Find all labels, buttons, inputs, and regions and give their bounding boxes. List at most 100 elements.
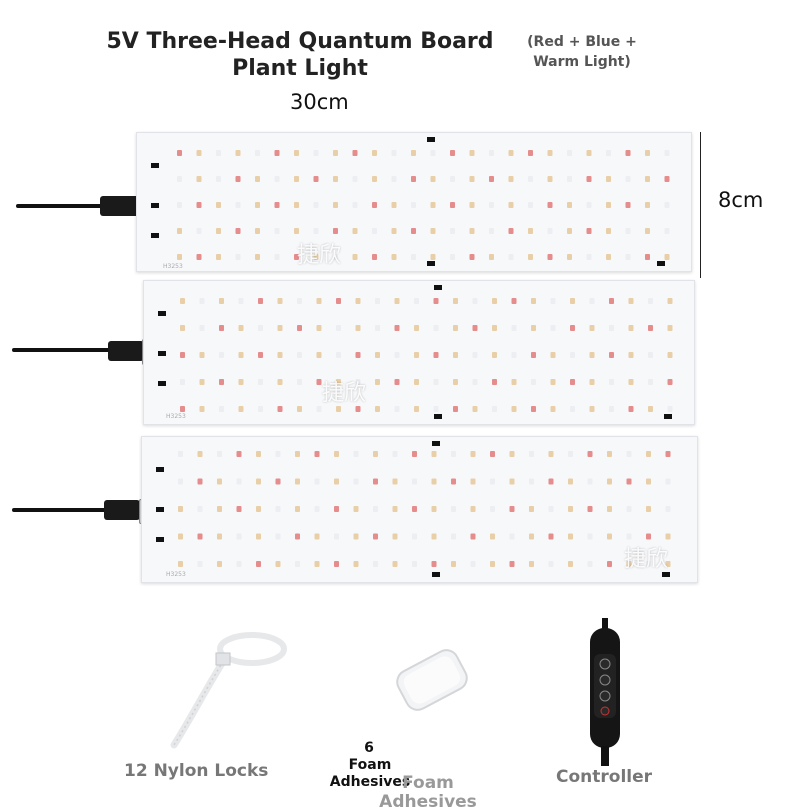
- led-chip: [216, 254, 221, 260]
- led-chip: [336, 406, 341, 412]
- led-chip: [333, 150, 338, 156]
- led-chip: [352, 202, 358, 208]
- led-chip: [238, 298, 244, 304]
- led-chip: [589, 379, 595, 385]
- board-component: [158, 351, 166, 356]
- led-chip: [316, 298, 322, 304]
- led-chip: [334, 533, 339, 540]
- led-chip: [628, 406, 634, 412]
- led-chip: [219, 298, 224, 304]
- led-chip: [316, 406, 322, 412]
- board-component: [158, 311, 166, 316]
- power-cable: [12, 348, 118, 352]
- led-chip: [391, 176, 397, 182]
- led-chip: [238, 379, 244, 385]
- led-chip: [607, 561, 612, 567]
- power-cable: [16, 204, 112, 208]
- led-chip: [199, 325, 205, 331]
- led-chip: [373, 561, 378, 567]
- led-chip: [433, 379, 439, 385]
- led-chip: [607, 478, 612, 485]
- led-chip: [258, 325, 263, 331]
- led-chip: [667, 379, 673, 385]
- led-chip: [528, 202, 533, 208]
- board-component: [434, 414, 442, 419]
- led-chip: [453, 298, 458, 304]
- led-chip: [550, 406, 556, 412]
- led-chip: [469, 228, 475, 234]
- led-chip: [314, 478, 320, 485]
- led-chip: [472, 406, 478, 412]
- led-chip: [216, 202, 221, 208]
- led-chip: [178, 533, 183, 540]
- led-chip: [333, 228, 338, 234]
- led-chip: [433, 352, 439, 358]
- led-chip: [431, 451, 437, 457]
- led-chip: [489, 150, 494, 156]
- led-chip: [469, 202, 475, 208]
- led-chip: [509, 533, 515, 540]
- led-chip: [217, 506, 222, 512]
- led-chip: [414, 325, 419, 331]
- led-chip: [353, 506, 359, 512]
- led-chip: [412, 478, 417, 485]
- led-chip: [375, 298, 380, 304]
- led-chip: [586, 176, 592, 182]
- led-chip: [235, 202, 241, 208]
- led-chip: [492, 325, 497, 331]
- led-chip: [375, 352, 380, 358]
- led-chip: [646, 533, 651, 540]
- led-chip: [490, 506, 495, 512]
- led-chip: [352, 254, 358, 260]
- led-chip: [508, 228, 514, 234]
- led-chip: [375, 325, 380, 331]
- led-chip: [235, 150, 241, 156]
- led-chip: [589, 325, 595, 331]
- led-chip: [430, 150, 436, 156]
- led-chip: [665, 506, 671, 512]
- led-chip: [469, 254, 475, 260]
- led-chip: [490, 478, 495, 485]
- led-chip: [197, 506, 203, 512]
- led-chip: [489, 202, 494, 208]
- led-chip: [295, 478, 300, 485]
- led-chip: [430, 202, 436, 208]
- quantum-board-2: 捷欣 H3253: [143, 280, 695, 425]
- led-chip: [528, 254, 533, 260]
- led-chip: [511, 406, 517, 412]
- led-chip: [431, 561, 437, 567]
- led-chip: [177, 176, 182, 182]
- quantum-board-1: 捷欣 H3253: [136, 132, 692, 272]
- led-chip: [334, 451, 339, 457]
- led-chip: [334, 478, 339, 485]
- led-chip: [391, 202, 397, 208]
- width-dimension-label: 30cm: [290, 90, 349, 114]
- led-chip: [606, 150, 611, 156]
- usb-plug: [100, 196, 140, 216]
- led-chip: [625, 176, 631, 182]
- power-cable: [12, 508, 116, 512]
- led-chip: [295, 451, 300, 457]
- led-chip: [373, 506, 378, 512]
- led-chip: [275, 478, 281, 485]
- led-chip: [626, 561, 632, 567]
- led-chip: [489, 228, 494, 234]
- foam-adhesives-ghost-label: Foam Adhesives: [379, 773, 477, 812]
- led-chip: [316, 325, 322, 331]
- led-chip: [392, 506, 398, 512]
- led-chip: [314, 506, 320, 512]
- led-chip: [646, 451, 651, 457]
- led-chip: [294, 228, 299, 234]
- brand-watermark: 捷欣: [624, 547, 669, 572]
- led-chip: [313, 150, 319, 156]
- led-chip: [236, 478, 242, 485]
- led-chip: [297, 379, 302, 385]
- led-chip: [394, 352, 400, 358]
- led-chip: [375, 406, 380, 412]
- led-chip: [180, 406, 185, 412]
- led-chip: [531, 298, 536, 304]
- led-chip: [548, 533, 554, 540]
- led-chip: [469, 150, 475, 156]
- led-chip: [353, 478, 359, 485]
- led-chip: [570, 352, 575, 358]
